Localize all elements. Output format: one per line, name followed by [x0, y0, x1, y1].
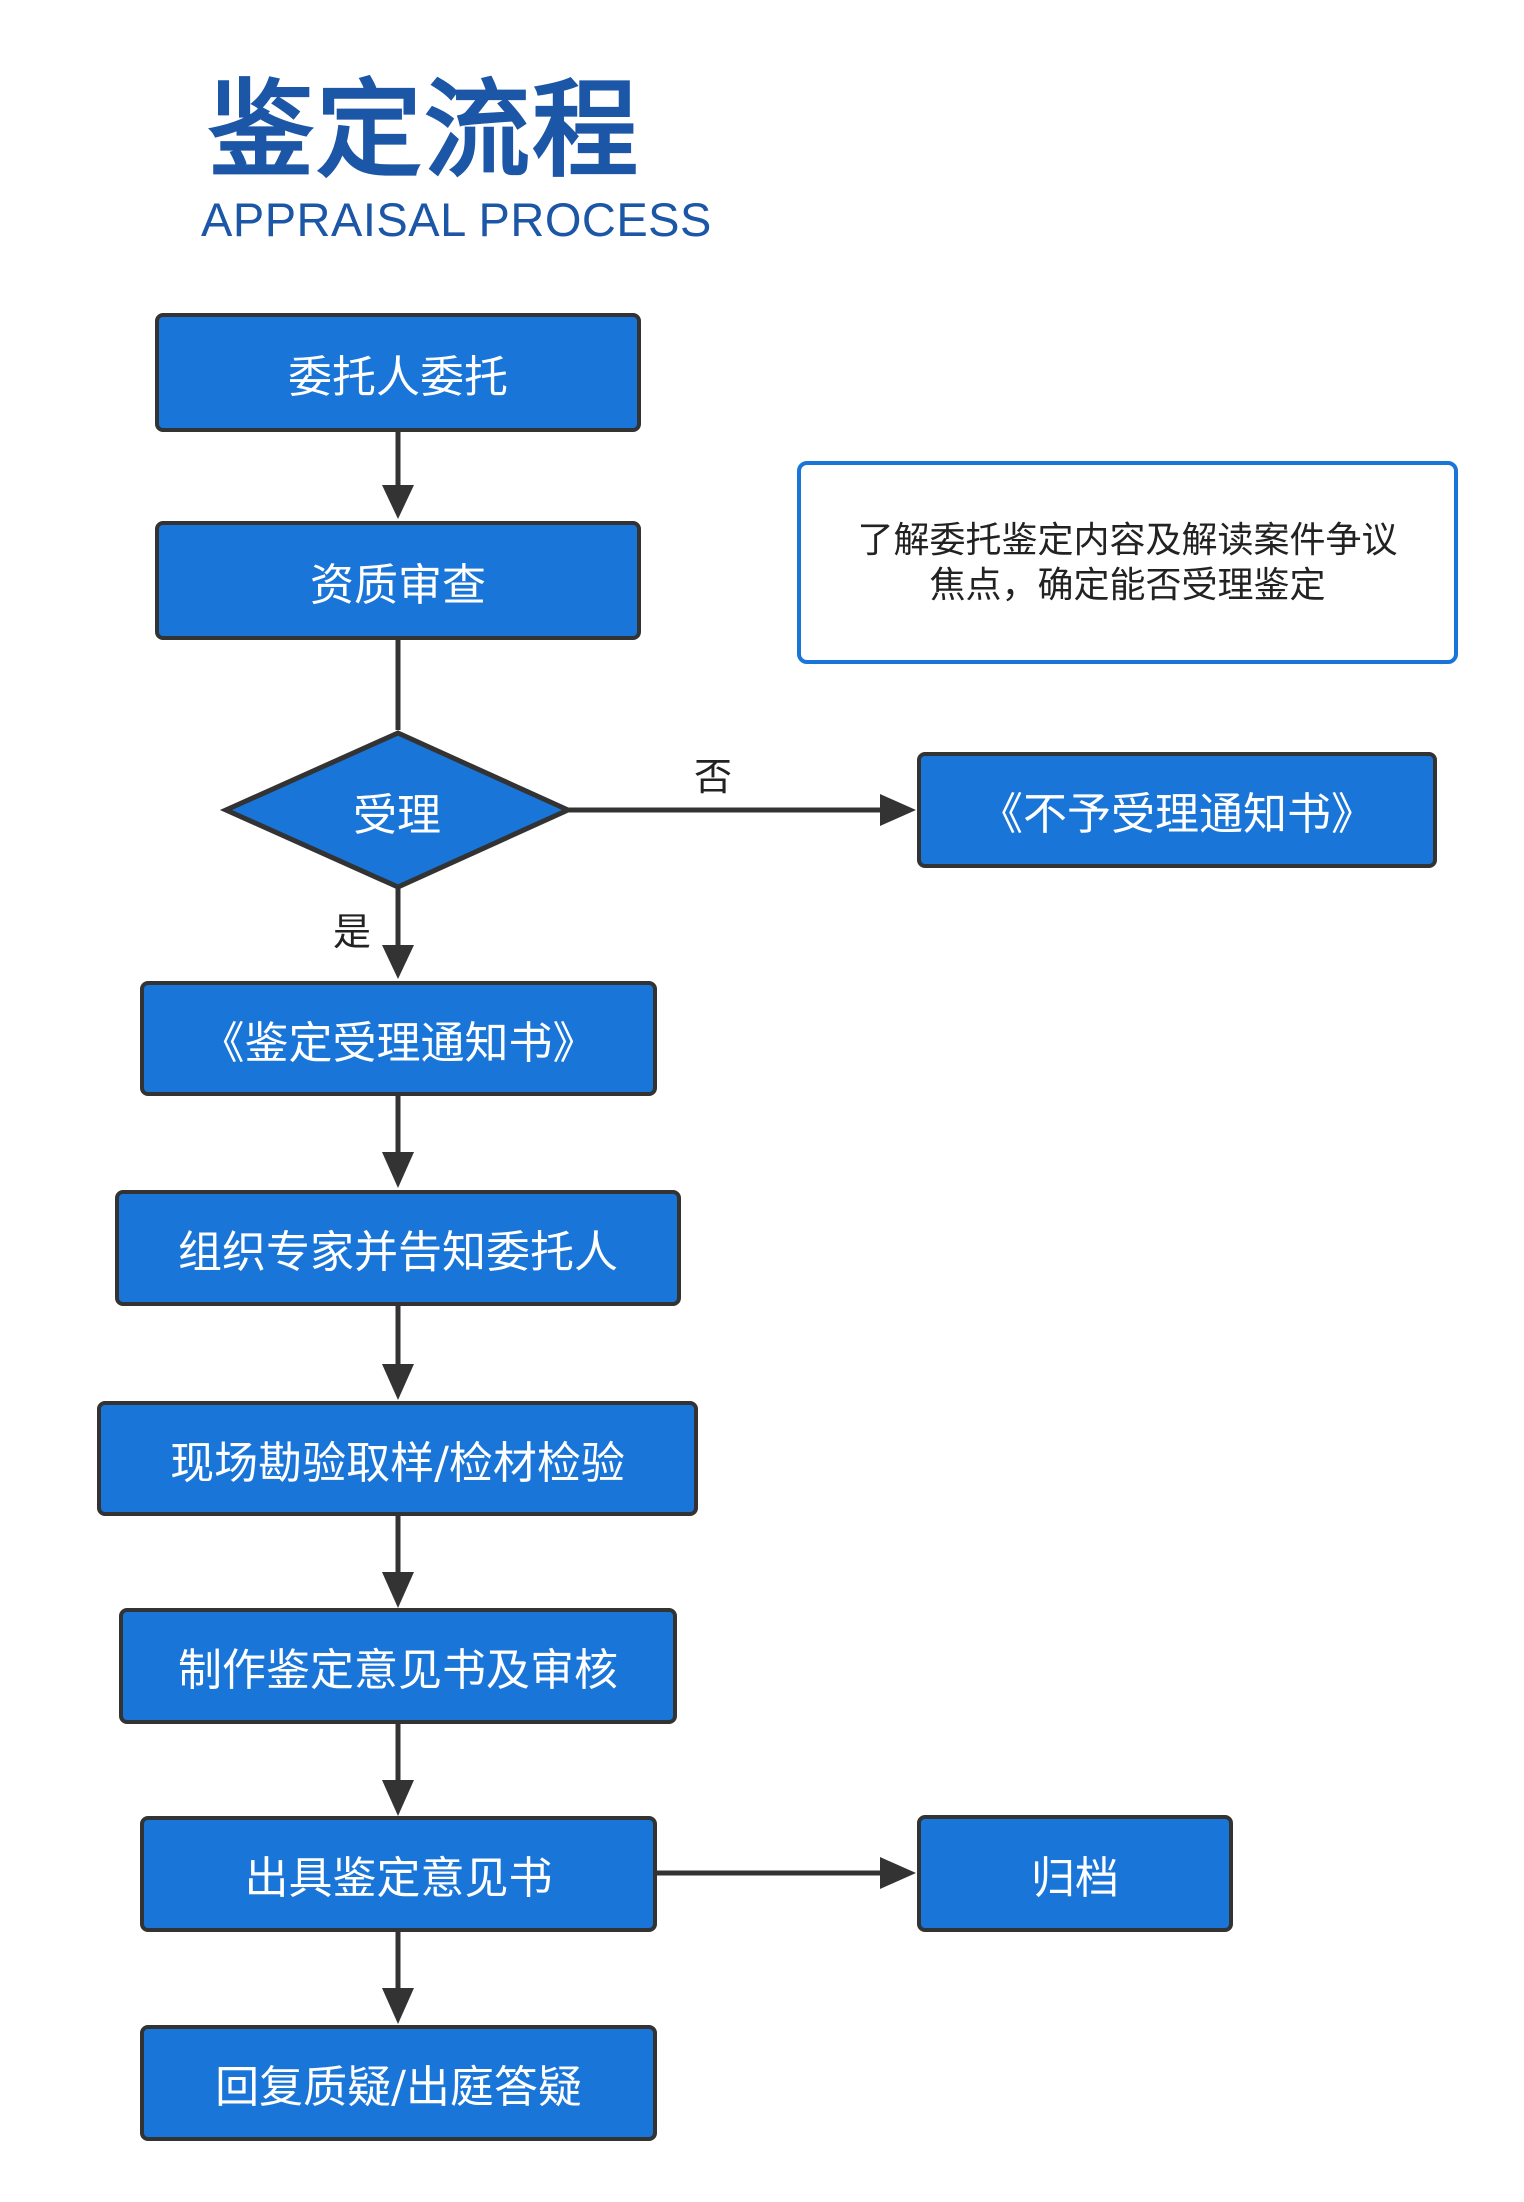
archive-box: 归档	[917, 1815, 1233, 1932]
decision-diamond	[219, 730, 575, 890]
review-note-line1: 了解委托鉴定内容及解读案件争议	[857, 519, 1398, 561]
page-subtitle: APPRAISAL PROCESS	[201, 193, 712, 246]
step-acceptance-notice: 《鉴定受理通知书》	[140, 981, 657, 1096]
arrowhead-archive	[880, 1857, 916, 1889]
step-issue-opinion: 出具鉴定意见书	[140, 1816, 657, 1932]
arrowhead-step8	[382, 1988, 414, 2024]
step-site-inspection: 现场勘验取样/检材检验	[97, 1401, 698, 1516]
review-note: 了解委托鉴定内容及解读案件争议 焦点，确定能否受理鉴定	[797, 461, 1458, 664]
step-qualification-review: 资质审查	[155, 521, 641, 640]
arrowhead-step2	[382, 485, 414, 519]
arrowhead-reject	[880, 794, 916, 826]
reject-notice-box: 《不予受理通知书》	[917, 752, 1437, 868]
decision-label: 受理	[353, 790, 441, 841]
review-note-line2: 焦点，确定能否受理鉴定	[929, 564, 1326, 606]
arrowhead-step4	[382, 1152, 414, 1188]
arrowhead-step3	[382, 945, 414, 979]
step-organize-experts: 组织专家并告知委托人	[115, 1190, 681, 1306]
arrowhead-step5	[382, 1364, 414, 1400]
step-entrust: 委托人委托	[155, 313, 641, 432]
yes-label: 是	[333, 910, 372, 954]
page-title: 鉴定流程	[208, 69, 640, 192]
arrowhead-step6	[382, 1572, 414, 1608]
review-note-text: 了解委托鉴定内容及解读案件争议 焦点，确定能否受理鉴定	[857, 518, 1397, 608]
step-draft-opinion: 制作鉴定意见书及审核	[119, 1608, 677, 1724]
step-reply-queries: 回复质疑/出庭答疑	[140, 2025, 657, 2141]
arrowhead-step7	[382, 1780, 414, 1816]
no-label: 否	[694, 755, 733, 799]
